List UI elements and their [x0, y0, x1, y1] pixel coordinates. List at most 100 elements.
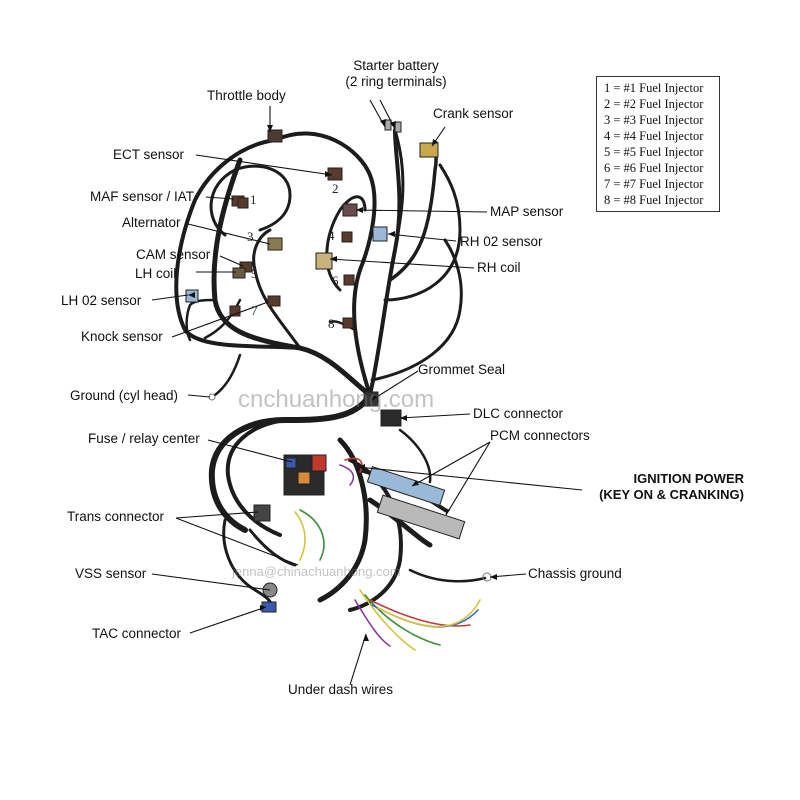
wire-yellow-1 [359, 589, 416, 651]
injector-left-loop [209, 164, 292, 237]
knock-branch [203, 298, 242, 340]
chassis-branch [408, 568, 487, 583]
label-chassis-ground: Chassis ground [528, 566, 622, 581]
label-ignition-power-sub: (KEY ON & CRANKING) [599, 487, 744, 502]
label-pcm-connectors: PCM connectors [490, 428, 590, 443]
arrow-chassis [490, 574, 497, 580]
map-sensor-connector [342, 203, 358, 217]
relay-orange [297, 471, 311, 485]
trans-connector-body [253, 504, 271, 522]
relay-blue [285, 457, 297, 469]
dlc-branch [398, 428, 432, 484]
leader-trans-1 [175, 511, 259, 519]
label-dlc-connector: DLC connector [473, 406, 564, 421]
label-crank-sensor: Crank sensor [433, 106, 514, 121]
relay-red [311, 454, 327, 472]
engine-loop-upper [273, 131, 377, 397]
watermark-email: jenna@chinachuanhong.com [232, 564, 401, 579]
arrow-crank [432, 139, 438, 146]
arrow-map [356, 207, 363, 213]
legend-row-7: 7 = #7 Fuel Injector [604, 177, 704, 191]
arrow-ect [325, 171, 332, 177]
leader-grommet [371, 370, 419, 401]
trans-branch [248, 528, 297, 567]
label-under-dash-wires: Under dash wires [288, 682, 394, 697]
left-branch-cam [252, 228, 302, 350]
throttle-body-connector [267, 129, 283, 143]
arrow-under-dash [363, 634, 369, 641]
battery-terminal-left [384, 119, 392, 131]
leader-pcm-1 [411, 441, 491, 487]
inj-6-connector [343, 274, 355, 286]
legend-row-4: 4 = #4 Fuel Injector [604, 129, 704, 143]
label-ignition-power-title: IGNITION POWER [633, 471, 745, 486]
injector-number-6: 6 [332, 273, 339, 288]
inj-8-connector [342, 317, 354, 329]
leader-trans-2 [175, 517, 299, 566]
leader-under-dash [349, 633, 367, 686]
label-rh-o2-sensor: RH 02 sensor [460, 234, 543, 249]
rh-coil-connector [315, 252, 333, 270]
legend-row-5: 5 = #5 Fuel Injector [604, 145, 704, 159]
lower-trunk-2 [225, 418, 287, 537]
leader-vss [151, 573, 271, 591]
crank-sensor-connector [419, 142, 439, 158]
legend-row-2: 2 = #2 Fuel Injector [604, 97, 704, 111]
injector-number-4: 4 [328, 228, 335, 243]
label-throttle-body: Throttle body [207, 88, 286, 103]
leader-rh-o2 [387, 233, 457, 242]
injector-number-2: 2 [332, 181, 339, 196]
arrow-battery-2 [390, 121, 396, 129]
ground-branch [213, 353, 242, 397]
label-starter-battery: Starter battery (2 ring terminals) [336, 58, 456, 90]
label-vss-sensor: VSS sensor [75, 566, 147, 581]
leader-fuse [207, 439, 293, 463]
arrow-rh-o2 [388, 231, 395, 237]
label-fuse-relay-center: Fuse / relay center [88, 431, 200, 446]
wire-red-1 [369, 599, 471, 627]
engine-loop-left [174, 138, 302, 350]
label-cam-sensor: CAM sensor [136, 247, 211, 262]
leader-ignition [357, 466, 583, 491]
battery-terminal-right [394, 121, 402, 133]
wire-purple-1 [354, 599, 391, 647]
battery-branch [393, 128, 405, 252]
injector-number-8: 8 [328, 316, 335, 331]
right-loop [383, 163, 462, 302]
label-grommet-seal: Grommet Seal [418, 362, 506, 377]
leader-ect [195, 154, 333, 176]
legend-row-1: 1 = #1 Fuel Injector [604, 81, 704, 95]
center-loop [325, 195, 367, 292]
injector-number-3: 3 [247, 229, 254, 244]
label-starter-battery-sub: (2 ring terminals) [345, 74, 447, 89]
legend-row-8: 8 = #8 Fuel Injector [604, 193, 704, 207]
injector-number-7: 7 [251, 303, 258, 318]
knock-connector [267, 295, 281, 307]
wire-yellow-2 [377, 599, 481, 628]
arrow-pcm-1 [412, 480, 419, 486]
watermark-site: cnchuanhong.com [238, 386, 435, 413]
wire-green-2 [299, 509, 325, 561]
wire-yellow-3 [294, 511, 306, 561]
inj-4-connector [341, 231, 353, 243]
leader-alternator [187, 223, 271, 245]
left-o2-branch [185, 298, 217, 342]
arrow-dlc [400, 415, 407, 421]
arrow-grommet [372, 393, 378, 400]
pcm-connector-blue [366, 466, 446, 506]
rh-o2-connector [372, 226, 388, 242]
alternator-connector [267, 237, 283, 251]
arrow-rh-coil [330, 256, 337, 262]
label-maf-iat: MAF sensor / IAT [90, 189, 195, 204]
label-alternator: Alternator [122, 215, 181, 230]
injector-number-5: 5 [251, 266, 258, 281]
leader-dlc [399, 413, 471, 419]
pcm-bundle [367, 497, 433, 548]
label-map-sensor: MAP sensor [490, 204, 564, 219]
inj-7-connector [229, 305, 241, 317]
label-rh-coil: RH coil [477, 260, 521, 275]
pcm-connector-grey [376, 494, 466, 540]
label-trans-connector: Trans connector [67, 509, 165, 524]
